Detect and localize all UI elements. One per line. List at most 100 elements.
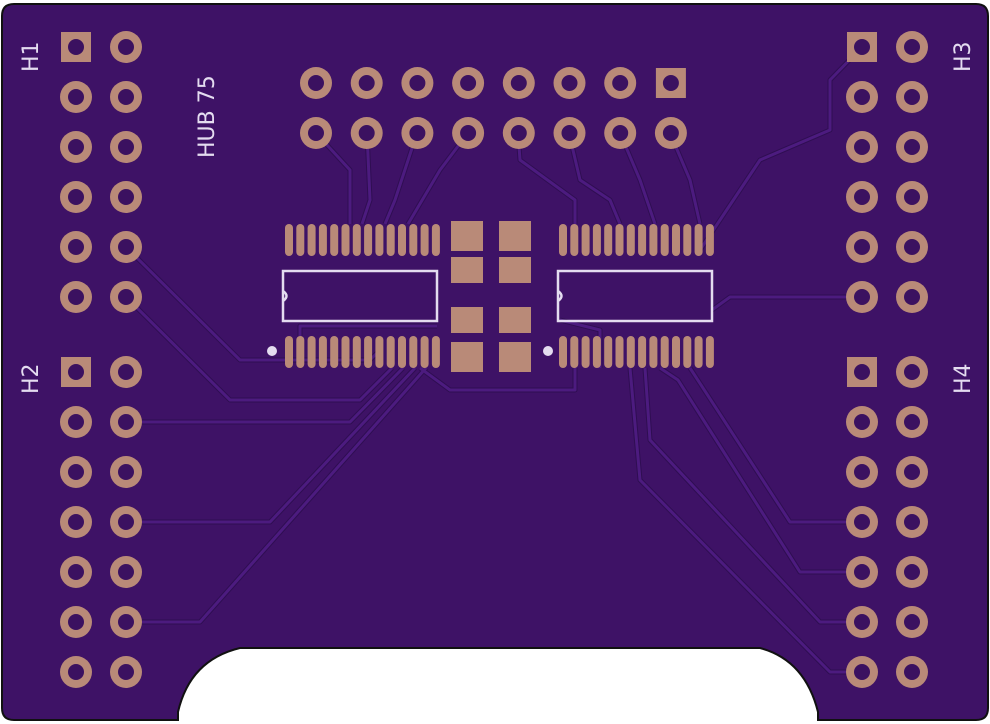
u2-pin [683,224,692,256]
h4-pin-hole [904,664,920,680]
u2-pin [604,224,613,256]
hub75-pin-hole [510,75,527,91]
smd-pad [499,257,531,283]
h1-pin-hole [68,239,84,255]
h1-pin-hole [68,139,84,155]
trace [618,132,657,225]
hub75-label: HUB 75 [195,75,220,158]
h3-pin-hole [904,139,920,155]
u2-pin [559,336,567,368]
u2-pin [649,224,658,256]
u1-pin [409,336,418,368]
smd-pad [451,221,483,251]
u2-notch [557,289,563,303]
h4-pin-hole [854,464,870,480]
u1-pin [296,224,305,256]
hub75-pin-hole [308,125,324,141]
u1-pin [285,224,293,256]
h2-pin-hole [68,414,84,430]
trace [124,245,382,362]
smd-pad [451,342,483,372]
h3-pin-hole [854,189,870,205]
u2-pin [705,336,714,368]
h4-pin-hole [854,564,870,580]
h2-pin-hole [68,614,84,630]
h3-label: H3 [951,41,976,72]
u2-pin [649,336,658,368]
u2-pin [581,224,590,256]
hub75-pin-hole [460,75,477,91]
h3-pin-hole [904,239,920,255]
hub75-pin-hole [510,125,527,141]
trace [126,367,428,624]
h4-pin-hole [904,514,920,530]
h2-label: H2 [19,363,44,394]
h4-pin-hole [854,514,870,530]
h4-pin-hole [904,564,920,580]
u2-pin [638,336,647,368]
h1-pin-hole [118,139,134,155]
h1-pin-hole [118,289,134,305]
h1-pin-hole [118,89,134,105]
u1-pin [318,224,327,256]
u2-pin [615,224,624,256]
smd-pad [499,221,531,251]
u2-pin [581,336,590,368]
h4-pin-hole [904,464,920,480]
u1-pin [307,224,316,256]
u1-pin [364,224,373,256]
u2-pin [570,336,579,368]
smd-pad [499,342,531,372]
u1-pin [352,336,361,368]
hub75-pin-hole [460,125,477,141]
trace [314,131,352,224]
u2-pin [626,336,635,368]
hub75-pin-hole [662,75,679,91]
h2-pin-hole [118,564,134,580]
u2-pin [592,336,601,368]
u2-pin [672,336,680,368]
u1-pin [341,224,350,256]
u2-pin [626,224,635,256]
u1-silk-outline [281,269,439,323]
hub75-pin-hole [561,75,578,91]
u2-pin [638,224,647,256]
trace [567,132,622,225]
u2-pin [660,224,669,256]
trace [688,367,862,524]
h1-pin-hole [68,289,84,305]
trace [698,45,864,251]
u2-pin [694,336,703,368]
u1-pin [375,336,384,368]
u2-pin [615,336,624,368]
u1-pin [431,336,440,368]
u1-notch [282,289,288,303]
u1-pin [420,224,429,256]
h3-pin-hole [854,239,870,255]
smd-pad [499,307,531,333]
h2-pin-hole [68,514,84,530]
trace [419,366,577,392]
h2-pin-hole [68,464,84,480]
u2-pin [683,336,692,368]
u1-pin [398,224,406,256]
h4-pin-hole [904,614,920,630]
u1-pin [330,336,339,368]
h4-pin-hole [904,364,920,380]
u1-pin [330,224,339,256]
h2-pin-hole [68,664,84,680]
u1-pin [375,224,384,256]
u1-pin [285,336,293,368]
h3-pin-hole [854,89,870,105]
trace [126,366,417,524]
h1-pin-hole [118,239,134,255]
h4-pin-hole [854,664,870,680]
hub75-pin-hole [612,75,629,91]
h2-pin-hole [118,464,134,480]
silkscreen-layer [267,269,714,356]
board-outline [1,3,989,721]
h4-label: H4 [951,363,976,394]
hub75-pin-hole [662,125,679,141]
